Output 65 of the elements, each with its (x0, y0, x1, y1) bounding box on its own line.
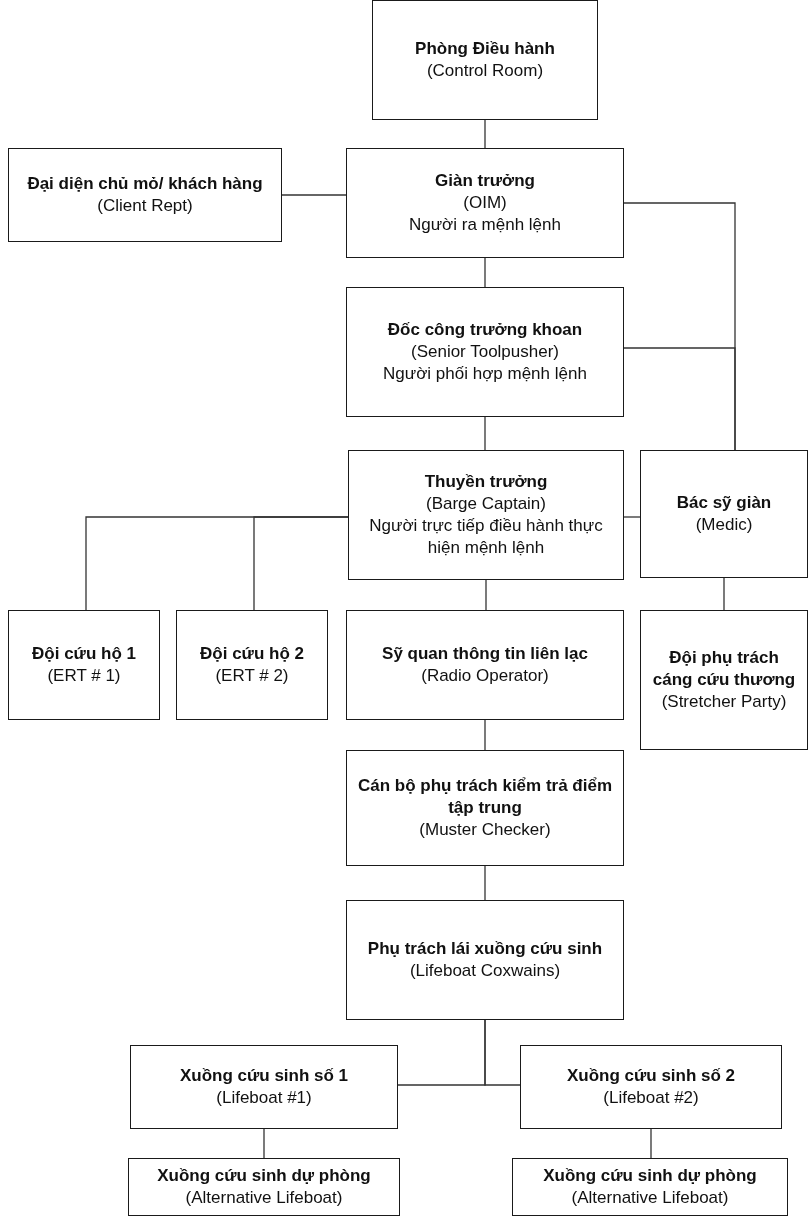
role-subtitle: (Client Rept) (97, 195, 193, 217)
org-box (348, 450, 624, 580)
connector-line (281, 194, 347, 196)
role-title: Phụ trách lái xuồng cứu sinh (367, 937, 603, 960)
role-title: Đội cứu hộ 1 (32, 642, 136, 665)
role-subtitle: (Medic) (695, 514, 753, 536)
role-title: Giàn trưởng (435, 169, 535, 192)
org-box (372, 0, 598, 120)
org-box (176, 610, 328, 720)
role-subtitle: (ERT # 2) (215, 665, 289, 687)
org-box (8, 610, 160, 720)
role-subtitle: (Senior Toolpusher) (410, 340, 559, 363)
org-box (346, 148, 624, 258)
org-box (640, 450, 808, 578)
connector-line (623, 516, 641, 518)
org-box (512, 1158, 788, 1216)
org-box (346, 900, 624, 1020)
org-box (128, 1158, 400, 1216)
role-title: Xuồng cứu sinh dự phòng (543, 1164, 757, 1187)
connector-line (263, 1128, 265, 1159)
connector-line (253, 516, 349, 611)
org-box (346, 750, 624, 866)
role-title: Đội phụ trách cáng cứu thương (651, 646, 797, 691)
connector-line (484, 865, 486, 901)
org-box (346, 287, 624, 417)
connector-line (485, 579, 487, 611)
role-title: Thuyền trưởng (424, 470, 548, 493)
connector-line (723, 577, 725, 611)
role-title: Đốc công trưởng khoan (387, 318, 583, 341)
role-subtitle: (Alternative Lifeboat) (571, 1187, 729, 1209)
role-title: Sỹ quan thông tin liên lạc (382, 642, 588, 665)
role-subtitle: (Alternative Lifeboat) (185, 1187, 343, 1209)
role-title: Xuồng cứu sinh số 1 (179, 1064, 349, 1087)
role-title: Bác sỹ giàn (676, 491, 772, 514)
role-subtitle: (Muster Checker) (419, 819, 551, 842)
role-title: Đội cứu hộ 2 (200, 642, 304, 665)
connector-line (650, 1128, 652, 1159)
connector-line (623, 347, 736, 451)
role-subtitle: Người phối hợp mệnh lệnh (383, 363, 587, 386)
org-box (520, 1045, 782, 1129)
role-subtitle: (Lifeboat #1) (216, 1087, 312, 1109)
role-title: Đại diện chủ mỏ/ khách hàng (27, 172, 263, 195)
org-box (346, 610, 624, 720)
role-subtitle: (Lifeboat Coxwains) (409, 960, 561, 982)
role-subtitle: (Stretcher Party) (661, 691, 787, 714)
role-title: Phòng Điều hành (415, 37, 555, 60)
org-box (130, 1045, 398, 1129)
role-title: Cán bộ phụ trách kiểm trả điểm tập trung (356, 774, 614, 819)
org-box (8, 148, 282, 242)
connector-line (484, 719, 486, 751)
role-subtitle: (ERT # 1) (47, 665, 121, 687)
connector-line (484, 257, 486, 288)
role-subtitle: (Radio Operator) (421, 665, 549, 687)
role-subtitle: Người ra mệnh lệnh (409, 214, 561, 237)
connector-line (484, 119, 486, 149)
role-title: Xuồng cứu sinh dự phòng (157, 1164, 371, 1187)
role-subtitle: (Lifeboat #2) (603, 1087, 699, 1109)
role-subtitle: (Barge Captain) (426, 492, 546, 515)
connector-line (484, 1019, 521, 1086)
role-subtitle: Người trực tiếp điều hành thực hiện mệnh lệnh (368, 515, 604, 560)
org-box (640, 610, 808, 750)
role-title: Xuồng cứu sinh số 2 (566, 1064, 736, 1087)
connector-line (484, 416, 486, 451)
role-subtitle: (OIM) (463, 191, 507, 214)
role-subtitle: (Control Room) (426, 60, 544, 82)
